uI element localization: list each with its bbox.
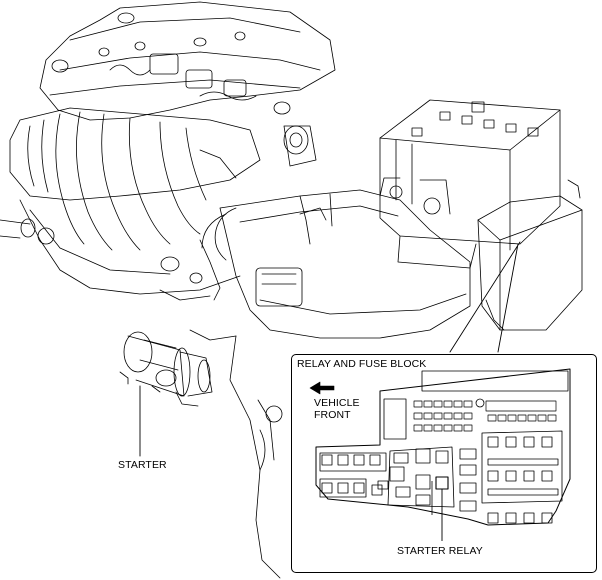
vehicle-front-line1: VEHICLE bbox=[314, 397, 360, 409]
intake-manifold bbox=[0, 107, 261, 301]
relay-group-left bbox=[319, 452, 389, 498]
relay-group-right bbox=[459, 430, 563, 524]
arrow-left-icon bbox=[309, 381, 335, 395]
relay-group-middle bbox=[387, 446, 455, 508]
mini-fuse-rows bbox=[413, 400, 557, 432]
engine-cover bbox=[39, 1, 336, 167]
fuse-strip-top bbox=[421, 370, 569, 392]
starter-relay-component bbox=[435, 476, 449, 490]
starter-label: STARTER bbox=[118, 459, 167, 471]
fuse-block-housing bbox=[477, 179, 583, 331]
engine-lower bbox=[189, 329, 283, 579]
bracket-left bbox=[383, 398, 407, 440]
battery bbox=[379, 99, 561, 269]
fuse-block-detail bbox=[309, 368, 571, 541]
starter-motor bbox=[119, 331, 213, 407]
vehicle-front-line2: FRONT bbox=[314, 409, 351, 421]
fuse-block-outline bbox=[315, 368, 571, 526]
air-cleaner bbox=[201, 177, 471, 339]
inset-title: RELAY AND FUSE BLOCK bbox=[297, 358, 427, 370]
fuse-block-callout-leader bbox=[449, 241, 521, 353]
relay-fuse-block-inset: RELAY AND FUSE BLOCK VEHICLE FRONT START… bbox=[291, 354, 597, 573]
starter-relay-label: STARTER RELAY bbox=[397, 545, 483, 557]
